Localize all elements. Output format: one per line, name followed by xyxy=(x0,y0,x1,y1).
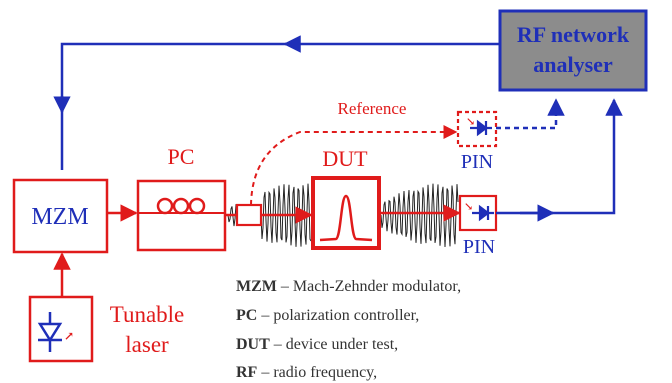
pin-main: ↘ PIN xyxy=(458,194,498,258)
legend-item: RF – radio frequency, xyxy=(236,364,377,381)
analyser-label-line1: RF network xyxy=(517,22,630,47)
tunable-laser-block: ↗ Tunable laser xyxy=(28,295,185,363)
legend-item: DUT – device under test, xyxy=(236,336,398,353)
photodiode-icon xyxy=(470,119,492,137)
reference-detect-line xyxy=(496,98,565,130)
waveform-trace xyxy=(227,183,459,248)
reference-label: Reference xyxy=(338,99,407,118)
coupler xyxy=(235,203,263,227)
legend-item: PC – polarization controller, xyxy=(236,307,419,324)
svg-text:↗: ↗ xyxy=(64,329,74,343)
laser-label-line2: laser xyxy=(125,332,169,357)
signal-detect-line xyxy=(496,98,623,215)
svg-text:↘: ↘ xyxy=(464,201,473,213)
pc-block: PC xyxy=(136,144,227,252)
dut-block: DUT xyxy=(311,146,381,250)
pin-reference-label: PIN xyxy=(461,151,493,173)
fiber-loops-icon xyxy=(156,197,206,215)
pin-reference: ↘ PIN xyxy=(456,110,498,173)
pin-main-label: PIN xyxy=(463,236,495,258)
mzm-label: MZM xyxy=(31,204,88,230)
laser-label-line1: Tunable xyxy=(110,302,185,327)
legend-item: MZM – Mach-Zehnder modulator, xyxy=(236,278,461,295)
dut-label: DUT xyxy=(322,146,368,171)
legend: MZM – Mach-Zehnder modulator, PC – polar… xyxy=(236,278,461,381)
reference-path xyxy=(250,125,458,206)
mzm-block: MZM xyxy=(12,178,109,254)
photodiode-icon xyxy=(472,204,494,222)
filter-response-icon xyxy=(319,194,373,242)
svg-text:↘: ↘ xyxy=(466,116,475,128)
laser-diode-icon xyxy=(37,312,63,352)
modulated-signal-waveform xyxy=(227,183,459,248)
rf-network-analyser: RF network analyser xyxy=(498,9,648,92)
analyser-label-line2: analyser xyxy=(533,52,613,77)
rf-drive-line xyxy=(60,42,500,170)
pc-label: PC xyxy=(168,144,195,169)
